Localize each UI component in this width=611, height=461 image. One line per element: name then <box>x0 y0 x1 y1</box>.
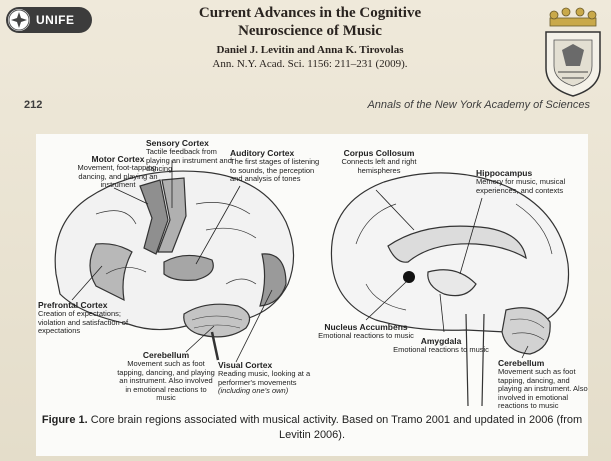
cerebellum-region-right <box>502 308 550 354</box>
visual-cortex-label: Visual Cortex Reading music, looking at … <box>218 360 314 396</box>
sensory-cortex-label: Sensory Cortex Tactile feedback from pla… <box>146 138 242 174</box>
figure-caption: Figure 1. Core brain regions associated … <box>36 412 588 456</box>
authors: Daniel J. Levitin and Anna K. Tirovolas <box>110 44 510 56</box>
hippocampus-label: Hippocampus Memory for music, musical ex… <box>476 168 576 195</box>
journal-page-header: 212 Annals of the New York Academy of Sc… <box>24 99 590 117</box>
unife-emblem-icon <box>8 9 30 31</box>
prefrontal-cortex-label: Prefrontal Cortex Creation of expectatio… <box>38 300 148 336</box>
cerebellum-region-left <box>184 304 250 337</box>
title-line-1: Current Advances in the Cognitive <box>110 4 510 22</box>
title-line-2: Neuroscience of Music <box>110 22 510 40</box>
unife-logo: UNIFE <box>6 7 92 33</box>
caption-label: Figure 1. <box>42 414 88 426</box>
auditory-cortex-label: Auditory Cortex The first stages of list… <box>230 148 320 184</box>
cerebellum-label-right: Cerebellum Movement such as foot tapping… <box>498 358 588 411</box>
university-crest-icon <box>540 6 606 98</box>
nucleus-accumbens-dot <box>403 271 415 283</box>
caption-text: Core brain regions associated with music… <box>91 414 582 441</box>
brain-figure: Motor Cortex Movement, foot-tapping, dan… <box>36 134 588 412</box>
cerebellum-label-left: Cerebellum Movement such as foot tapping… <box>116 350 216 403</box>
amygdala-label: Amygdala Emotional reactions to music <box>386 336 496 355</box>
journal-name: Annals of the New York Academy of Scienc… <box>367 99 590 111</box>
journal-citation: Ann. N.Y. Acad. Sci. 1156: 211–231 (2009… <box>110 58 510 70</box>
corpus-collosum-label: Corpus Collosum Connects left and right … <box>334 148 424 175</box>
slide-title-block: Current Advances in the Cognitive Neuros… <box>110 4 510 70</box>
logo-text: UNIFE <box>36 13 75 27</box>
auditory-region <box>164 255 213 280</box>
page-number: 212 <box>24 99 42 111</box>
